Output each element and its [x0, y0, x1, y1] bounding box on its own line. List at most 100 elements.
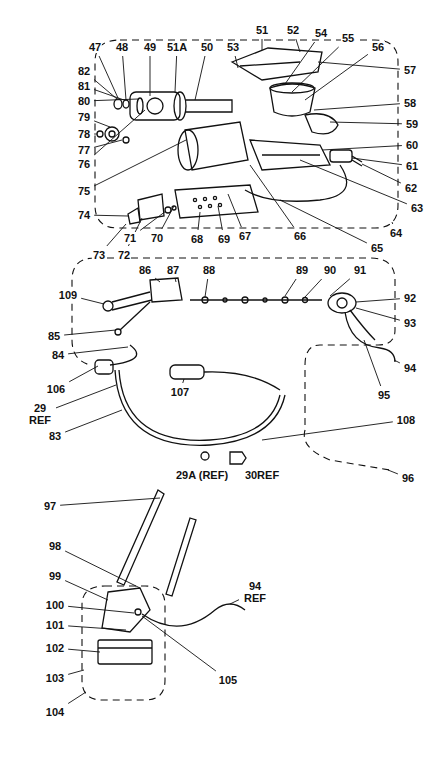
- leader-line: [205, 279, 208, 297]
- callout-number: 49: [143, 41, 157, 53]
- callout-number: 56: [371, 41, 385, 53]
- part-outline: [150, 278, 182, 302]
- part-outline: [232, 48, 322, 80]
- part-outline: [130, 92, 180, 120]
- part-outline: [135, 609, 141, 615]
- leader-line: [250, 165, 294, 227]
- callout-number: 61: [405, 160, 419, 172]
- part-outline: [330, 150, 352, 162]
- part-outline: [230, 452, 246, 464]
- callout-number: 74: [77, 209, 91, 221]
- part-outline: [328, 293, 356, 313]
- leader-line: [305, 54, 368, 100]
- callout-number: 63: [410, 202, 424, 214]
- leader-line: [218, 206, 222, 230]
- leader-line: [195, 56, 205, 100]
- callout-number: 70: [150, 232, 164, 244]
- leader-line: [318, 62, 400, 69]
- callout-number: 99: [48, 570, 62, 582]
- callout-number: 55: [341, 32, 355, 44]
- part-outline: [95, 360, 113, 374]
- middle-assembly: [95, 278, 395, 464]
- leader-line: [68, 670, 84, 674]
- callout-number: 69: [217, 233, 231, 245]
- part-outline: [137, 98, 143, 114]
- part-outline: [103, 301, 113, 311]
- callout-number: 100: [45, 599, 65, 611]
- leader-line: [94, 121, 110, 127]
- part-outline: [102, 588, 150, 632]
- leader-line: [198, 212, 200, 230]
- part-outline: [193, 198, 196, 201]
- group-outlines: [72, 40, 398, 700]
- leader-line: [162, 206, 174, 229]
- leader-line: [364, 340, 381, 386]
- part-outline: [98, 647, 152, 648]
- callout-number: 97: [43, 500, 57, 512]
- callout-number: 59: [405, 118, 419, 130]
- leader-line: [300, 160, 407, 204]
- part-outline: [165, 207, 171, 213]
- part-outline: [110, 345, 137, 365]
- part-outline: [123, 100, 129, 108]
- callout-number: 82: [77, 65, 91, 77]
- callout-number: 89: [295, 264, 309, 276]
- callout-number: 29 REF: [27, 402, 53, 426]
- callout-number: 95: [377, 389, 391, 401]
- callout-number: 64: [389, 227, 403, 239]
- callout-number: 102: [45, 642, 65, 654]
- callout-number: 104: [45, 706, 65, 718]
- part-outline: [175, 185, 258, 218]
- leader-line: [94, 215, 128, 217]
- part-outline: [201, 452, 209, 460]
- leader-line: [322, 146, 402, 150]
- part-outline: [190, 299, 322, 300]
- part-outline: [245, 165, 347, 201]
- callout-number: 91: [353, 264, 367, 276]
- part-outline: [128, 208, 140, 224]
- leader-line: [142, 616, 216, 671]
- leader-line: [175, 56, 177, 92]
- part-outline: [170, 365, 204, 379]
- part-outline: [119, 370, 280, 440]
- leader-line: [94, 134, 97, 135]
- callout-number: 47: [88, 41, 102, 53]
- part-outline: [98, 640, 152, 664]
- leader-line: [292, 47, 339, 92]
- leader-line: [228, 194, 241, 227]
- callout-number: 83: [48, 430, 62, 442]
- leader-line: [362, 164, 401, 183]
- callout-number: 66: [293, 230, 307, 242]
- leader-line: [305, 279, 322, 297]
- part-outline: [166, 518, 196, 596]
- leader-line: [150, 56, 151, 96]
- leader-line: [388, 470, 398, 474]
- callout-number: 88: [202, 264, 216, 276]
- leader-line: [65, 551, 140, 588]
- callout-number: 29A (REF): [175, 469, 229, 481]
- part-outline: [337, 298, 347, 308]
- callout-number: 96: [401, 472, 415, 484]
- part-outline: [203, 197, 206, 200]
- part-outline: [72, 258, 395, 470]
- callout-number: 78: [77, 128, 91, 140]
- part-outline: [204, 372, 280, 390]
- leader-line: [262, 39, 263, 50]
- callout-number: 93: [403, 317, 417, 329]
- part-outline: [114, 99, 122, 109]
- part-outline: [117, 490, 164, 585]
- callout-number: 52: [286, 24, 300, 36]
- part-outline: [218, 203, 221, 206]
- leader-line: [68, 626, 126, 630]
- leader-line: [230, 600, 239, 604]
- callout-number: 92: [403, 292, 417, 304]
- part-outline: [185, 122, 248, 170]
- leader-line: [296, 39, 300, 52]
- part-outline: [115, 370, 285, 445]
- leader-line: [352, 158, 402, 165]
- part-outline: [142, 604, 245, 626]
- callout-number: 94 REF: [242, 580, 268, 604]
